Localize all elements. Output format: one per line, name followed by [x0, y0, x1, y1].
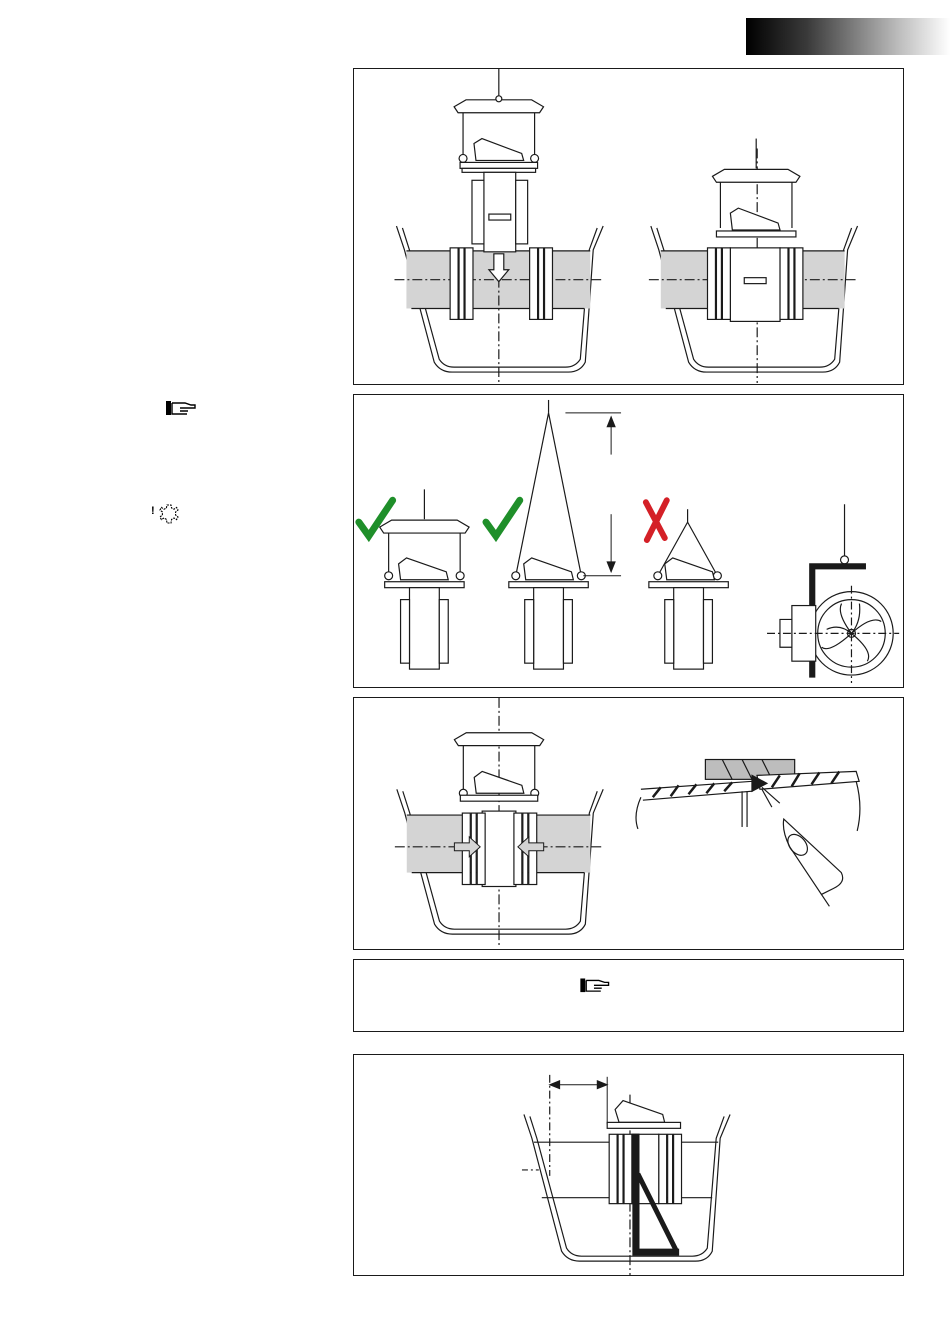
check-icon	[486, 500, 520, 536]
sealing-figure	[354, 698, 903, 949]
thruster-position	[607, 1101, 681, 1256]
caution-mark: !	[151, 505, 155, 517]
panel-placement	[353, 68, 904, 385]
panel-position	[353, 1054, 904, 1276]
reference-figure	[354, 960, 903, 1031]
thruster-side-propeller	[767, 504, 899, 683]
pointing-hand-icon	[580, 978, 608, 992]
panel-sealing	[353, 697, 904, 950]
thruster-suspended	[454, 69, 543, 252]
pointing-hand-icon	[165, 399, 197, 417]
thruster-long-sling	[509, 400, 588, 669]
thruster-installed	[707, 139, 802, 322]
offset-dimension	[550, 1077, 607, 1125]
sealant-detail	[636, 760, 860, 907]
panel-lifting	[353, 394, 904, 688]
placement-figure	[354, 69, 903, 384]
cross-icon	[646, 500, 667, 540]
thruster-beam-lift	[380, 489, 469, 669]
panel-reference	[353, 959, 904, 1032]
header-gradient-bar	[746, 18, 950, 55]
sling-length-dimension	[565, 413, 621, 576]
caution-gear-icon	[158, 503, 180, 525]
lifting-figure	[354, 395, 903, 687]
position-figure	[354, 1055, 903, 1275]
